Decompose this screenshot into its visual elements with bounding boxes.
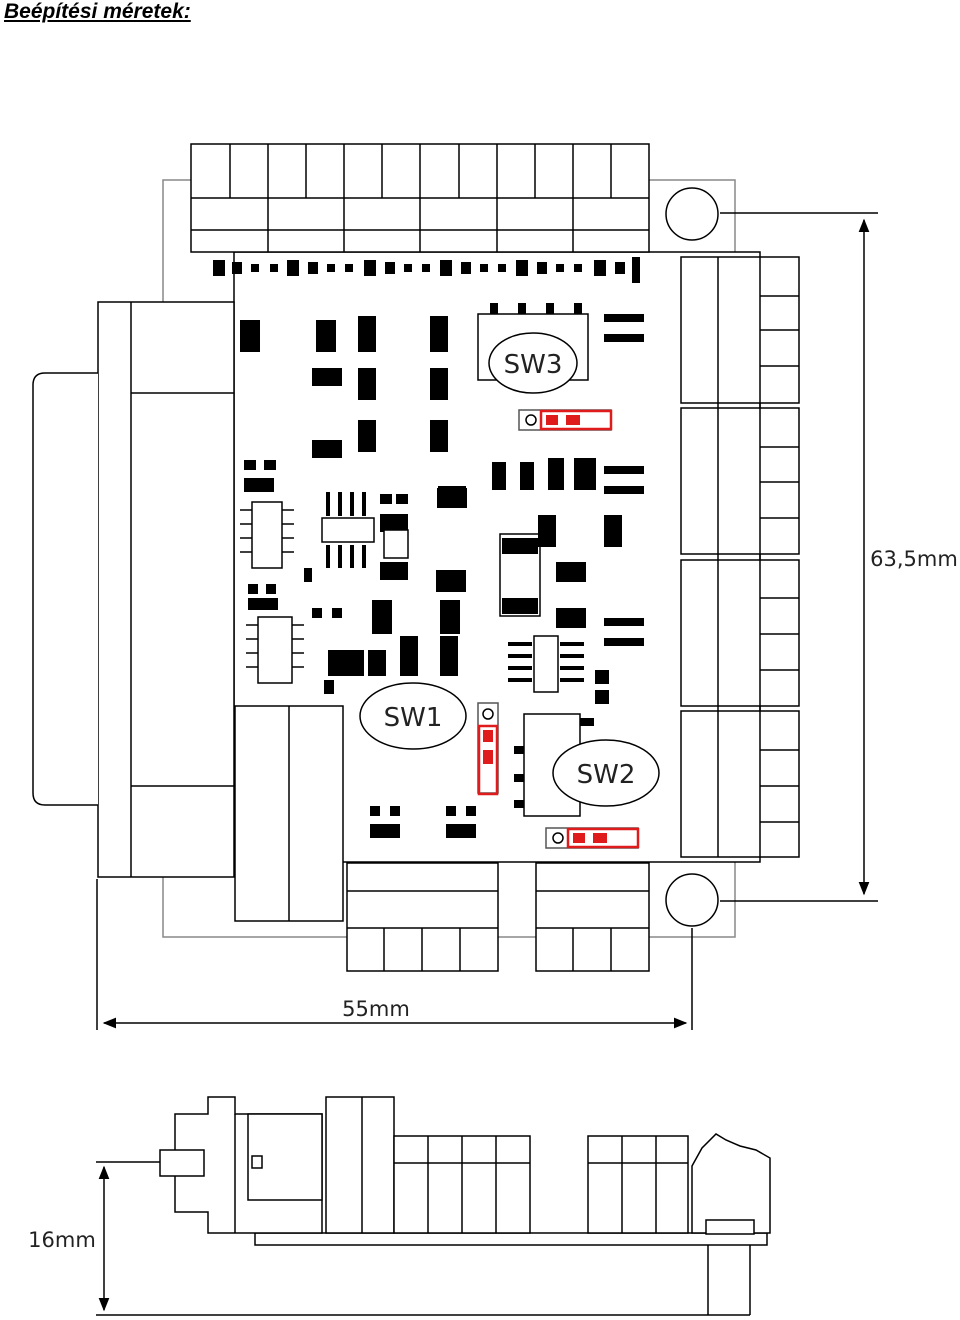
page-title: Beépítési méretek: [4, 0, 191, 23]
depth-dimension-label: 16mm [28, 1228, 96, 1252]
pad-row [213, 257, 640, 283]
left-bottom-block [234, 705, 344, 922]
top-terminal-block [190, 143, 650, 253]
sw2-label: SW2 [577, 760, 636, 790]
db25-connector [32, 301, 235, 878]
soic-chips [240, 492, 584, 693]
smd-components [240, 303, 644, 838]
jumper-sw1 [477, 702, 499, 796]
bottom-terminal-blocks [346, 862, 650, 972]
jumper-sw3 [518, 409, 613, 431]
height-dimension-label: 63,5mm [870, 547, 958, 571]
pcb-top-view [32, 143, 878, 1030]
mounting-hole-top [665, 187, 719, 241]
jumper-sw2 [545, 827, 640, 849]
mounting-hole-bottom [665, 873, 719, 927]
side-pcb-plate [254, 1232, 768, 1246]
sw1-ellipse [359, 682, 467, 750]
sw3-ellipse [488, 332, 578, 394]
width-dimension-label: 55mm [342, 997, 410, 1021]
pcb-side-view [96, 1096, 771, 1316]
sw2-ellipse [552, 739, 660, 807]
right-terminal-blocks [680, 256, 800, 858]
sw1-label: SW1 [384, 703, 443, 733]
sw3-label: SW3 [504, 350, 563, 380]
